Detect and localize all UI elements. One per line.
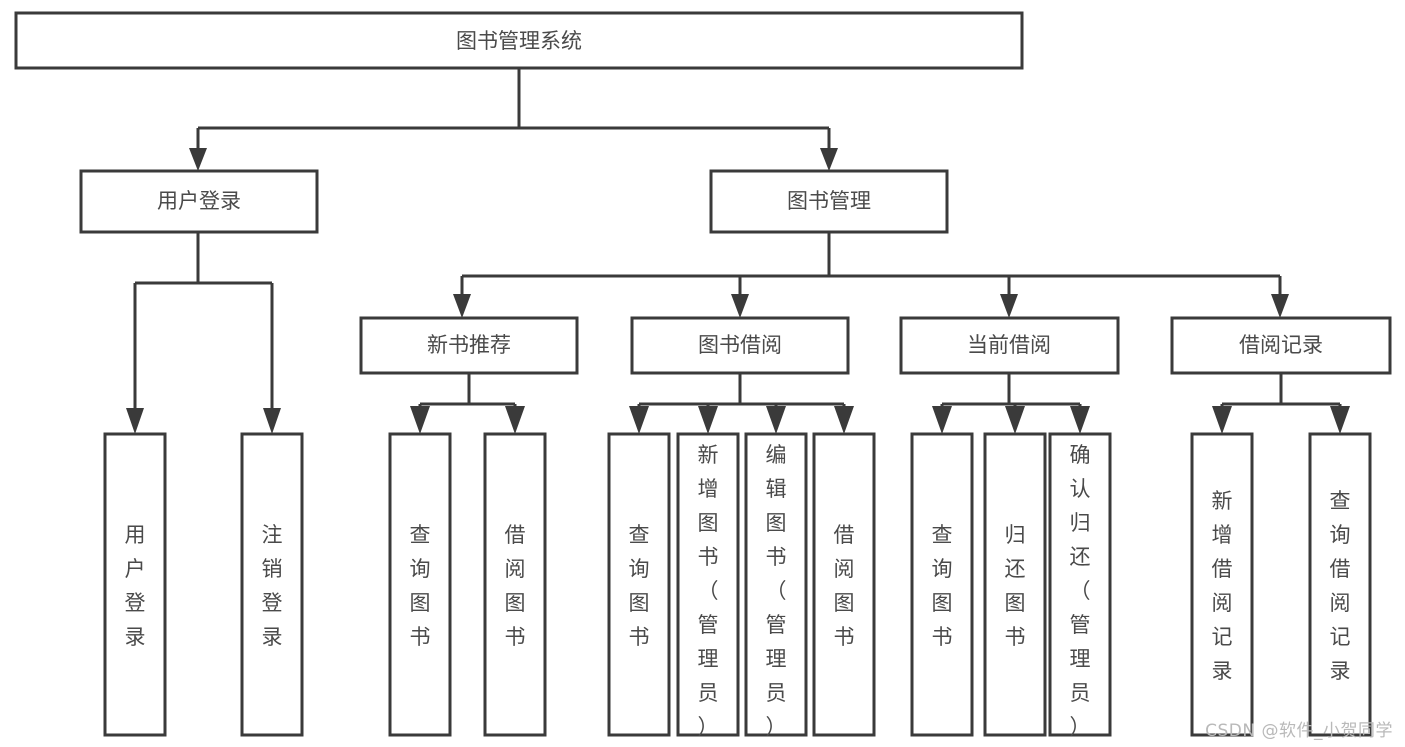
node-confirm-return-box[interactable] bbox=[1048, 432, 1112, 737]
node-user-logout-leaf-box[interactable] bbox=[240, 432, 304, 737]
node-current-borrow-box[interactable] bbox=[899, 316, 1120, 375]
node-query-book-1-label: 查询图书 bbox=[410, 523, 431, 649]
node-borrow-book-1-box[interactable] bbox=[483, 432, 547, 737]
node-user-logout-leaf-label: 注销登录 bbox=[262, 523, 283, 649]
node-user-login-box[interactable] bbox=[79, 169, 319, 234]
node-book-borrow-label: 图书借阅 bbox=[698, 333, 782, 357]
node-return-book[interactable]: 归还图书 bbox=[983, 432, 1047, 737]
arrow-to-query-book-1 bbox=[410, 406, 430, 434]
node-add-borrow-record[interactable]: 新增借阅记录 bbox=[1190, 432, 1254, 737]
node-borrow-record-label: 借阅记录 bbox=[1239, 333, 1323, 357]
node-add-book[interactable]: 新增图书（管理员） bbox=[676, 432, 740, 739]
arrow-to-add-book bbox=[698, 406, 718, 434]
node-book-borrow[interactable]: 图书借阅 bbox=[630, 316, 850, 375]
arrow-to-current-borrow bbox=[1000, 294, 1018, 318]
node-new-book-recommend-label: 新书推荐 bbox=[427, 333, 511, 357]
node-query-book-2-box[interactable] bbox=[607, 432, 671, 737]
node-user-login-leaf-box[interactable] bbox=[103, 432, 167, 737]
arrow-to-book-borrow bbox=[731, 294, 749, 318]
node-query-book-3[interactable]: 查询图书 bbox=[910, 432, 974, 737]
node-query-book-1[interactable]: 查询图书 bbox=[388, 432, 452, 737]
node-root-label: 图书管理系统 bbox=[456, 29, 582, 53]
arrow-to-edit-book bbox=[766, 406, 786, 434]
node-user-login-label: 用户登录 bbox=[157, 189, 241, 213]
node-book-borrow-box[interactable] bbox=[630, 316, 850, 375]
node-query-borrow-record[interactable]: 查询借阅记录 bbox=[1308, 432, 1372, 737]
node-book-management-box[interactable] bbox=[709, 169, 949, 234]
node-query-book-2-label: 查询图书 bbox=[629, 523, 650, 649]
node-user-login-leaf-label: 用户登录 bbox=[125, 523, 146, 649]
node-user-logout-leaf[interactable]: 注销登录 bbox=[240, 432, 304, 737]
arrow-to-borrow-book-1 bbox=[505, 406, 525, 434]
node-borrow-book-1-label: 借阅图书 bbox=[505, 523, 526, 649]
arrow-to-add-borrow-record bbox=[1212, 406, 1232, 434]
node-add-book-label: 新增图书（管理员） bbox=[698, 443, 719, 739]
arrow-to-book-management bbox=[820, 148, 838, 171]
arrow-to-borrow-book-2 bbox=[834, 406, 854, 434]
node-return-book-label: 归还图书 bbox=[1005, 523, 1026, 649]
arrow-to-query-book-2 bbox=[629, 406, 649, 434]
node-book-management[interactable]: 图书管理 bbox=[709, 169, 949, 234]
arrow-to-user-logout-leaf bbox=[263, 408, 281, 434]
node-borrow-record[interactable]: 借阅记录 bbox=[1170, 316, 1392, 375]
node-query-borrow-record-box[interactable] bbox=[1308, 432, 1372, 737]
node-root[interactable]: 图书管理系统 bbox=[14, 11, 1024, 70]
node-add-book-box[interactable] bbox=[676, 432, 740, 737]
node-edit-book-label: 编辑图书（管理员） bbox=[766, 443, 787, 739]
node-add-borrow-record-box[interactable] bbox=[1190, 432, 1254, 737]
connector-layer bbox=[126, 68, 1350, 434]
arrow-to-return-book bbox=[1005, 406, 1025, 434]
node-query-book-3-box[interactable] bbox=[910, 432, 974, 737]
node-return-book-box[interactable] bbox=[983, 432, 1047, 737]
node-borrow-book-1[interactable]: 借阅图书 bbox=[483, 432, 547, 737]
arrow-to-new-book-recommend bbox=[453, 294, 471, 318]
node-new-book-recommend[interactable]: 新书推荐 bbox=[359, 316, 579, 375]
node-current-borrow[interactable]: 当前借阅 bbox=[899, 316, 1120, 375]
node-borrow-book-2-label: 借阅图书 bbox=[834, 523, 855, 649]
arrow-to-query-book-3 bbox=[932, 406, 952, 434]
node-edit-book-box[interactable] bbox=[744, 432, 808, 737]
arrow-to-user-login bbox=[189, 148, 207, 171]
node-book-management-label: 图书管理 bbox=[787, 189, 871, 213]
node-query-book-3-label: 查询图书 bbox=[932, 523, 953, 649]
node-confirm-return-label: 确认归还（管理员） bbox=[1070, 443, 1091, 739]
node-borrow-book-2-box[interactable] bbox=[812, 432, 876, 737]
node-query-borrow-record-label: 查询借阅记录 bbox=[1330, 489, 1351, 683]
arrow-to-confirm-return bbox=[1070, 406, 1090, 434]
node-root-box[interactable] bbox=[14, 11, 1024, 70]
node-user-login-leaf[interactable]: 用户登录 bbox=[103, 432, 167, 737]
arrow-to-user-login-leaf bbox=[126, 408, 144, 434]
node-new-book-recommend-box[interactable] bbox=[359, 316, 579, 375]
arrow-to-query-borrow-record bbox=[1330, 406, 1350, 434]
node-current-borrow-label: 当前借阅 bbox=[967, 333, 1051, 357]
node-borrow-book-2[interactable]: 借阅图书 bbox=[812, 432, 876, 737]
node-edit-book[interactable]: 编辑图书（管理员） bbox=[744, 432, 808, 739]
node-query-book-2[interactable]: 查询图书 bbox=[607, 432, 671, 737]
node-query-book-1-box[interactable] bbox=[388, 432, 452, 737]
arrow-to-borrow-record bbox=[1271, 294, 1289, 318]
node-add-borrow-record-label: 新增借阅记录 bbox=[1212, 489, 1233, 683]
node-user-login[interactable]: 用户登录 bbox=[79, 169, 319, 234]
node-borrow-record-box[interactable] bbox=[1170, 316, 1392, 375]
node-confirm-return[interactable]: 确认归还（管理员） bbox=[1048, 432, 1112, 739]
